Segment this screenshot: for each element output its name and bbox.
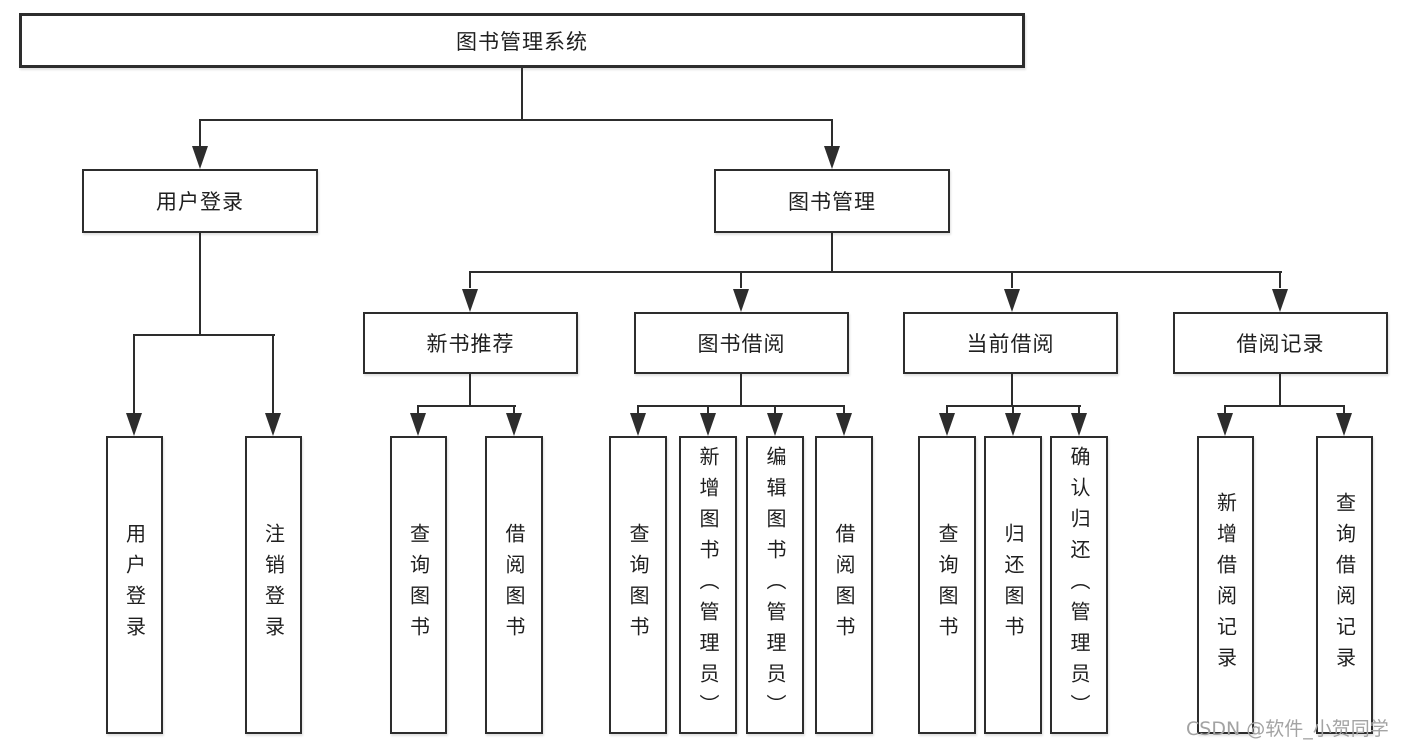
connector-line <box>417 406 419 415</box>
node-root-label: 图书管理系统 <box>456 29 588 54</box>
leaf-user-login: 用户登录 <box>106 436 163 734</box>
arrow-down-icon <box>1004 289 1020 312</box>
node-book-borrow: 图书借阅 <box>634 312 849 374</box>
node-current-borrow: 当前借阅 <box>903 312 1118 374</box>
connector-line <box>1343 406 1345 415</box>
connector-line <box>1011 374 1013 407</box>
connector-line <box>469 374 471 407</box>
connector-line <box>199 120 201 147</box>
connector-line <box>1279 272 1281 288</box>
connector-line <box>469 271 1282 273</box>
connector-line <box>417 405 516 407</box>
connector-line <box>1011 272 1013 288</box>
leaf-label: 用户登录 <box>122 523 147 647</box>
connector-line <box>199 119 833 121</box>
arrow-down-icon <box>265 413 281 436</box>
node-borrow-records: 借阅记录 <box>1173 312 1388 374</box>
arrow-down-icon <box>1005 413 1021 436</box>
leaf-query-borrow-record: 查询借阅记录 <box>1316 436 1373 734</box>
leaf-query-book-borrow: 查询图书 <box>609 436 667 734</box>
leaf-borrow-book-recommend: 借阅图书 <box>485 436 543 734</box>
leaf-label: 借阅图书 <box>832 523 856 647</box>
leaf-return-book: 归还图书 <box>984 436 1042 734</box>
connector-line <box>1078 406 1080 415</box>
connector-line <box>521 68 523 121</box>
connector-line <box>637 406 639 415</box>
connector-line <box>707 406 709 415</box>
arrow-down-icon <box>1071 413 1087 436</box>
connector-line <box>740 374 742 407</box>
arrow-down-icon <box>733 289 749 312</box>
arrow-down-icon <box>462 289 478 312</box>
connector-line <box>843 406 845 415</box>
arrow-down-icon <box>1272 289 1288 312</box>
arrow-down-icon <box>410 413 426 436</box>
node-label: 当前借阅 <box>966 332 1055 356</box>
arrow-down-icon <box>700 413 716 436</box>
node-label: 用户登录 <box>156 190 244 214</box>
csdn-watermark: CSDN @软件_小贺同学 <box>1186 718 1389 740</box>
leaf-label: 确认归还（管理员） <box>1067 445 1091 725</box>
leaf-label: 查询借阅记录 <box>1332 492 1357 678</box>
arrow-down-icon <box>1217 413 1233 436</box>
connector-line <box>831 120 833 147</box>
connector-line <box>513 406 515 415</box>
connector-line <box>133 334 275 336</box>
connector-line <box>774 406 776 415</box>
arrow-down-icon <box>630 413 646 436</box>
connector-line <box>469 272 471 288</box>
node-book-management-branch: 图书管理 <box>714 169 950 233</box>
connector-line <box>272 335 274 414</box>
connector-line <box>133 335 135 414</box>
arrow-down-icon <box>836 413 852 436</box>
node-label: 借阅记录 <box>1236 332 1325 356</box>
arrow-down-icon <box>126 413 142 436</box>
connector-line <box>1224 405 1345 407</box>
arrow-down-icon <box>1336 413 1352 436</box>
leaf-borrow-book: 借阅图书 <box>815 436 873 734</box>
node-user-login-branch: 用户登录 <box>82 169 318 233</box>
node-new-book-recommend: 新书推荐 <box>363 312 578 374</box>
connector-line <box>946 406 948 415</box>
leaf-add-borrow-record: 新增借阅记录 <box>1197 436 1254 734</box>
leaf-label: 新增借阅记录 <box>1213 492 1238 678</box>
arrow-down-icon <box>192 146 208 169</box>
leaf-query-book-current: 查询图书 <box>918 436 976 734</box>
leaf-label: 归还图书 <box>1001 523 1025 647</box>
arrow-down-icon <box>767 413 783 436</box>
leaf-label: 注销登录 <box>261 523 286 647</box>
node-label: 新书推荐 <box>426 332 515 356</box>
leaf-label: 借阅图书 <box>502 523 526 647</box>
leaf-confirm-return-admin: 确认归还（管理员） <box>1050 436 1108 734</box>
connector-line <box>831 233 833 273</box>
leaf-label: 编辑图书（管理员） <box>763 445 787 725</box>
connector-line <box>1224 406 1226 415</box>
arrow-down-icon <box>506 413 522 436</box>
connector-line <box>1012 406 1014 415</box>
arrow-down-icon <box>939 413 955 436</box>
connector-line <box>199 233 201 336</box>
node-root: 图书管理系统 <box>19 13 1025 68</box>
connector-line <box>637 405 845 407</box>
leaf-label: 查询图书 <box>935 523 959 647</box>
connector-line <box>1279 374 1281 407</box>
leaf-label: 查询图书 <box>626 523 650 647</box>
leaf-label: 查询图书 <box>406 523 431 647</box>
node-label: 图书管理 <box>788 190 876 214</box>
connector-line <box>740 272 742 288</box>
leaf-query-book-recommend: 查询图书 <box>390 436 447 734</box>
leaf-label: 新增图书（管理员） <box>696 445 720 725</box>
node-label: 图书借阅 <box>697 332 786 356</box>
arrow-down-icon <box>824 146 840 169</box>
leaf-add-book-admin: 新增图书（管理员） <box>679 436 737 734</box>
leaf-edit-book-admin: 编辑图书（管理员） <box>746 436 804 734</box>
leaf-logout: 注销登录 <box>245 436 302 734</box>
